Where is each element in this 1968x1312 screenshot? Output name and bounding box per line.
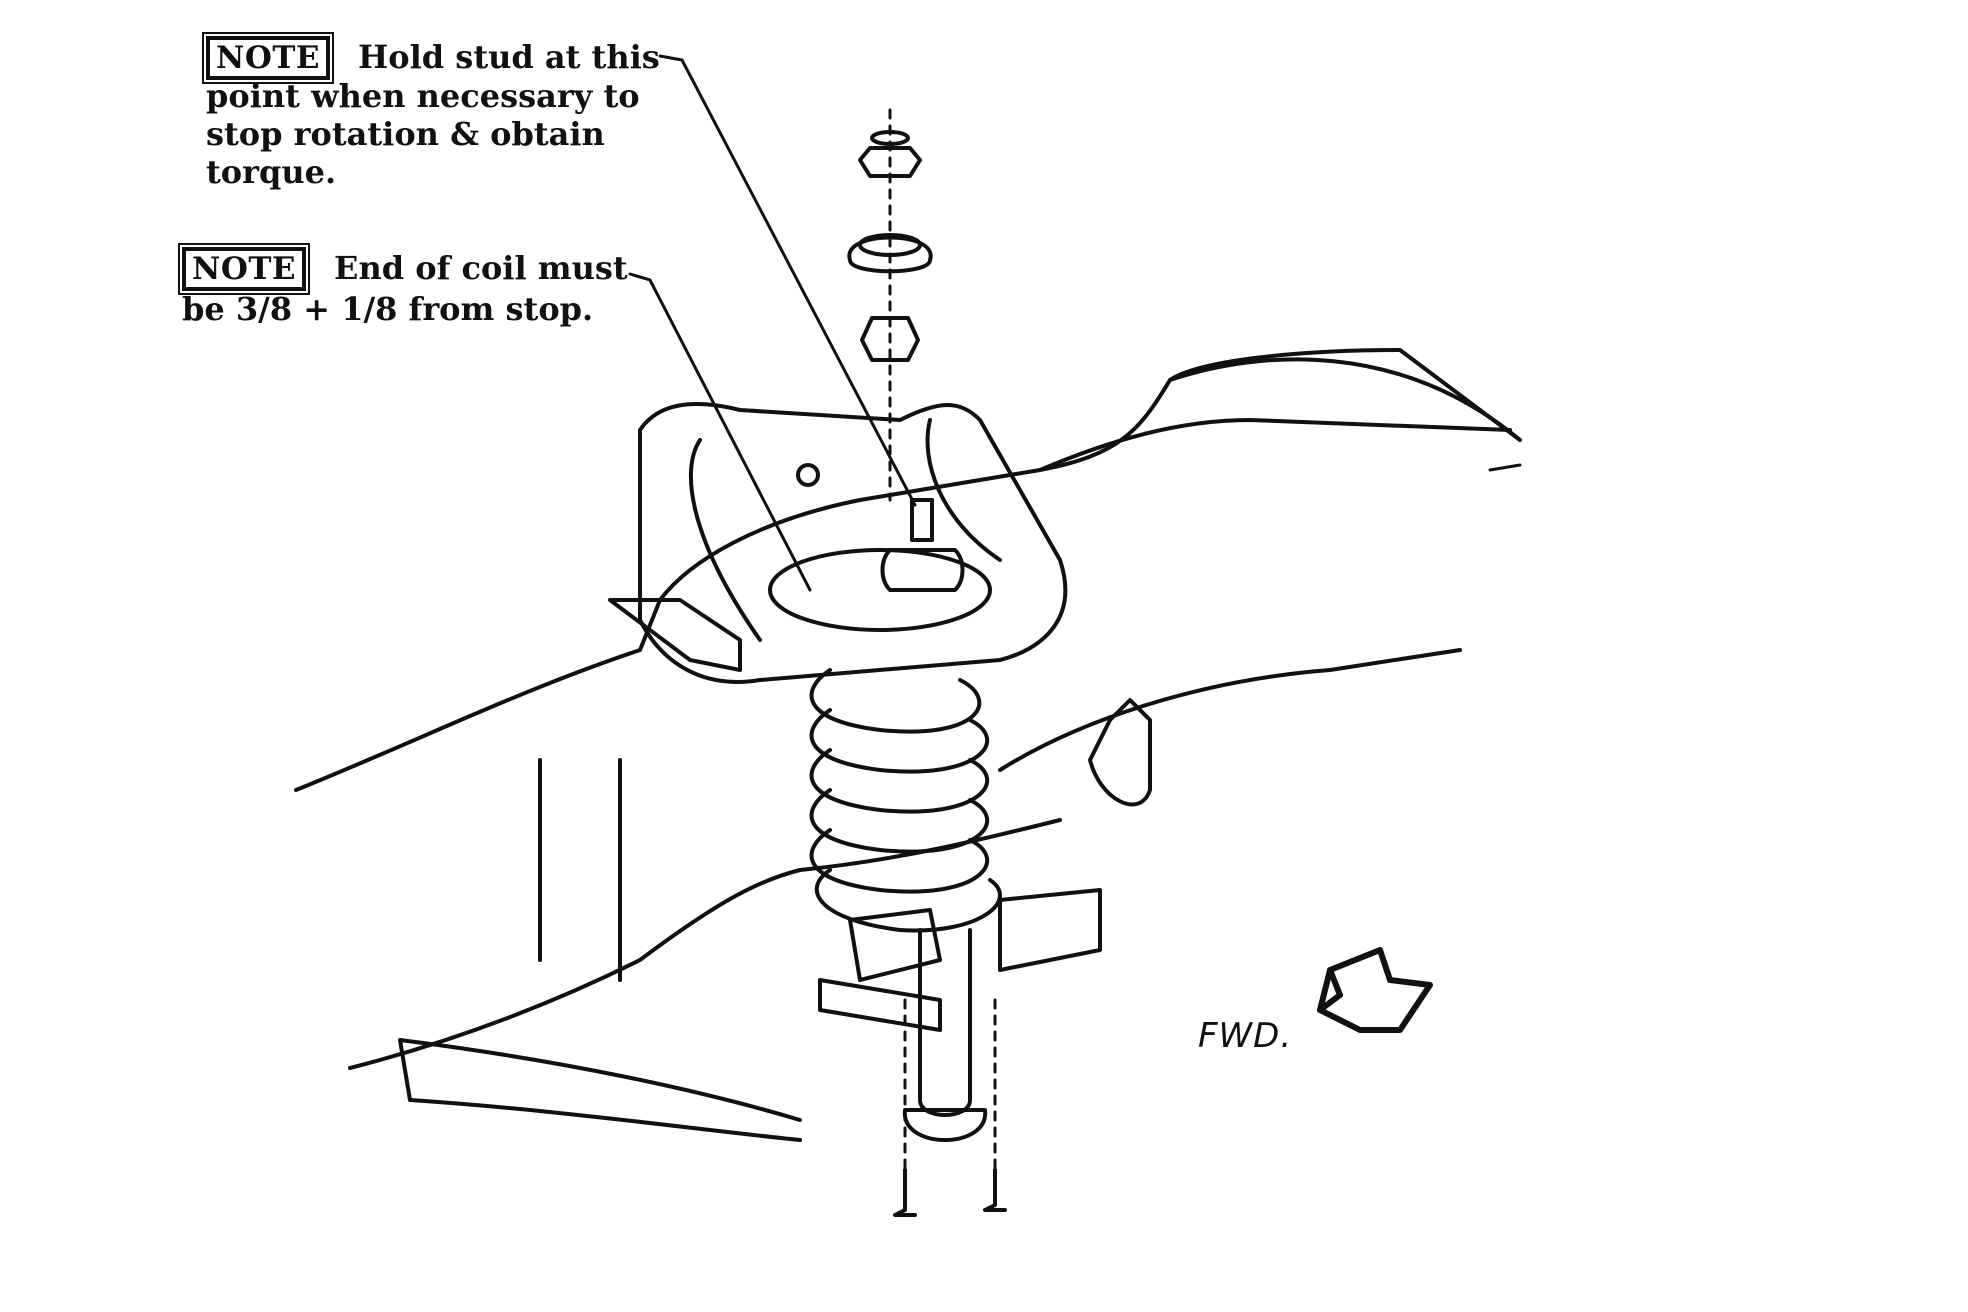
crossmember-front [398,1038,802,1122]
lower-bracket-arm [818,978,942,1032]
frame-rail-upper [294,357,1522,792]
frame-trim [1488,463,1522,472]
note-line: be 3/8 + 1/8 from stop. [182,290,594,328]
shock-upper-grommet [880,548,965,592]
crossmember-bottom [398,1038,802,1142]
note-line: torque. [206,153,337,191]
frame-rail-top-edge [1038,418,1512,472]
bracket-flange [608,598,742,672]
forward-arrow-icon [1317,947,1433,1033]
frame-rail-rear-edge [1168,348,1522,442]
lower-bolt-right [983,1168,1007,1212]
note-text: End of coil must [334,249,628,287]
upper-arm-loop-left [688,438,762,642]
lower-mount-right [998,888,1102,972]
crossmember-web [538,758,622,982]
note-line: NOTE Hold stud at this [201,32,676,84]
note-line: NOTE End of coil must [177,243,652,295]
lower-mount-left [848,908,942,982]
lower-bolt-left [893,1168,917,1217]
note-tag: NOTE [201,32,335,84]
upper-arm-loop-right [925,418,1002,562]
lower-body-sweep [998,648,1462,772]
coil-spring [809,668,1002,933]
shock-body [918,928,972,1117]
note-text: Hold stud at this [358,38,660,76]
leader-note-1 [658,54,917,507]
lower-body-sweep-2 [798,818,1062,872]
frame-hook-bracket [1088,698,1152,807]
note-line: stop rotation & obtain [206,115,605,153]
leader-note-2 [628,272,812,592]
frame-rail-lower [348,868,802,1070]
forward-direction-label: FWD. [1198,1016,1293,1056]
note-coil-end: NOTE End of coil must be 3/8 + 1/8 from s… [177,243,652,329]
note-hold-stud: NOTE Hold stud at this point when necessa… [201,32,676,191]
shock-lower-eye [902,1108,988,1142]
spring-seat [768,548,992,632]
top-nut [858,146,922,178]
upper-bushing [860,316,920,362]
note-tag: NOTE [177,243,311,295]
note-line: point when necessary to [206,77,640,115]
bracket-bolt-hole [796,463,820,487]
shock-stud [910,498,934,542]
upper-arm-bracket [638,402,1068,684]
